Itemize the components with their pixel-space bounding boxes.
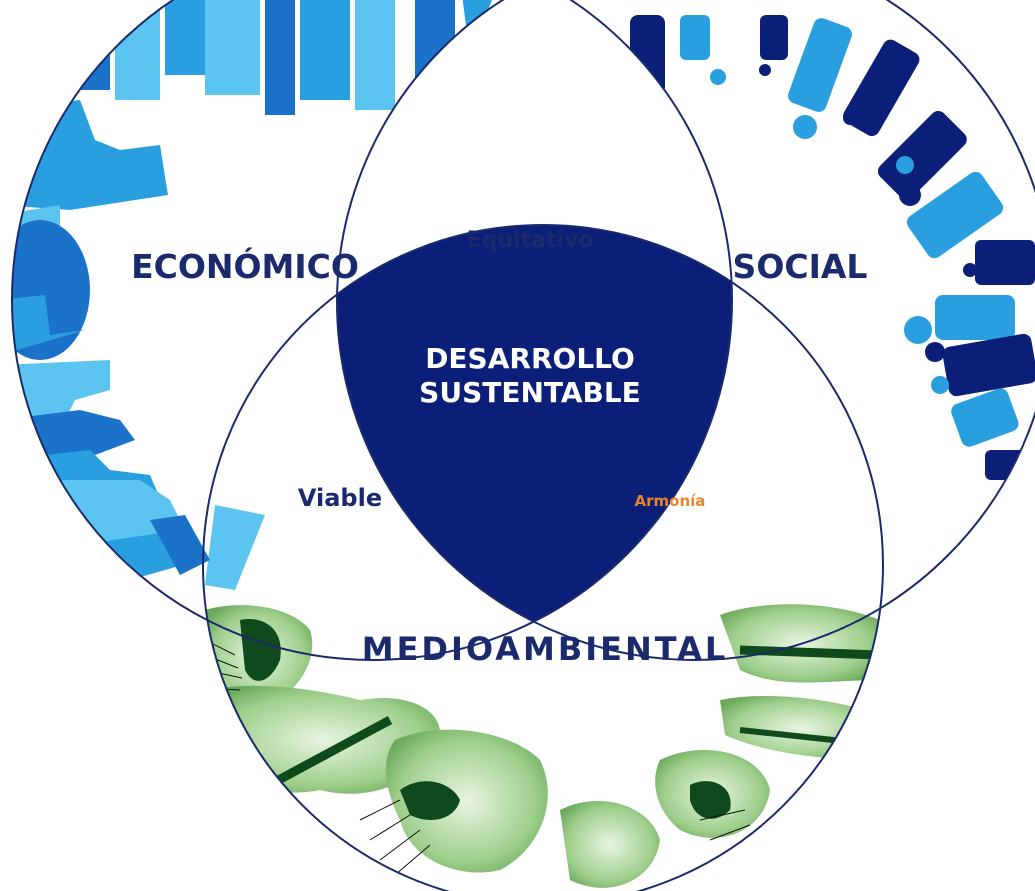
social-circle [336,0,1035,661]
social-people-decoration [630,15,1035,480]
economic-circle [11,0,733,661]
social-label: SOCIAL [733,247,868,286]
center-label-line2: SUSTENTABLE [419,376,641,409]
environment-circle [202,224,884,891]
armonia-label: Armonía [635,492,706,510]
economic-label: ECONÓMICO [131,246,359,286]
center-label-line1: DESARROLLO [425,342,635,375]
viable-label: Viable [298,484,382,512]
environment-label: MEDIOAMBIENTAL [362,630,729,668]
equitativo-label: Equitativo [467,228,594,253]
environment-terrain-decoration [204,604,881,888]
